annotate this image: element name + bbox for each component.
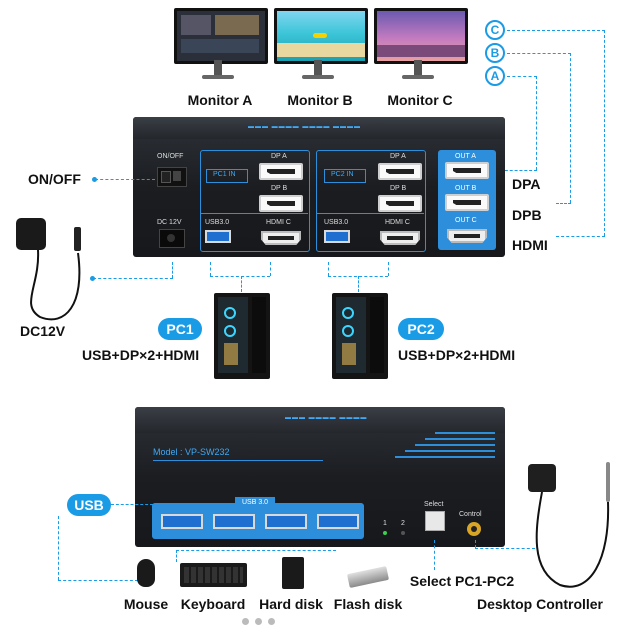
carousel-dot-1[interactable] [242, 618, 249, 625]
pc1-tower [214, 293, 270, 379]
out-a-port[interactable] [445, 162, 489, 179]
power-cable [30, 249, 81, 321]
front-usb-port-1[interactable] [161, 514, 203, 529]
pc1-dp-a-port[interactable] [259, 163, 303, 180]
pc2-dp-b-port[interactable] [378, 195, 422, 212]
power-adapter [16, 218, 46, 250]
led-2 [401, 531, 405, 535]
model-label: Model : VP-SW232 [153, 447, 230, 457]
dc12v-label: DC12V [20, 323, 66, 339]
hard-disk-icon [282, 557, 304, 589]
select-pc-label: Select PC1-PC2 [409, 573, 515, 589]
pc2-in-label: PC2 IN [331, 171, 354, 178]
control-panel-label: Control [459, 511, 482, 518]
usb30-label: USB 3.0 [242, 499, 269, 506]
carousel-dot-3[interactable] [268, 618, 275, 625]
pc2-in-badge [324, 169, 366, 183]
monitor-b-label: Monitor B [287, 92, 353, 108]
monitor-c [370, 8, 470, 88]
mouse-icon [137, 559, 155, 587]
peripheral-flash-disk-label: Flash disk [333, 596, 403, 612]
pc2-usb-port[interactable] [324, 230, 350, 243]
monitor-a-screen [174, 8, 268, 64]
control-jack[interactable] [467, 522, 481, 536]
output-dpb-label: DPB [512, 207, 542, 223]
desktop-controller-label: Desktop Controller [476, 596, 604, 612]
peripheral-keyboard-label: Keyboard [180, 596, 246, 612]
carousel-dot-2[interactable] [255, 618, 262, 625]
pc1-badge: PC1 [158, 318, 202, 340]
rear-dc12v-label: DC 12V [157, 219, 182, 226]
select-panel-label: Select [424, 501, 444, 508]
led-1 [383, 531, 387, 535]
flash-disk-icon [346, 565, 390, 589]
peripheral-mouse-label: Mouse [123, 596, 169, 612]
pc1-hdmi-port[interactable] [261, 231, 301, 245]
select-button[interactable] [425, 511, 445, 531]
peripheral-hard-disk-label: Hard disk [259, 596, 323, 612]
pc2-hdmi-port[interactable] [380, 231, 420, 245]
on-off-label: ON/OFF [28, 171, 81, 187]
pc2-tower [332, 293, 388, 379]
kvm-rear-panel: ▬▬▬ ▬▬▬▬ ▬▬▬▬ ▬▬▬▬ ON/OFF DC 12V PC1 IN … [133, 117, 505, 257]
pc2-badge: PC2 [398, 318, 444, 340]
controller-cable [535, 491, 610, 588]
monitor-b-screen [274, 8, 368, 64]
pc1-dp-b-port[interactable] [259, 195, 303, 212]
out-c-port[interactable] [447, 229, 487, 243]
dc-jack[interactable] [159, 229, 185, 248]
marker-c: C [485, 20, 505, 40]
front-usb-port-2[interactable] [213, 514, 255, 529]
output-dpa-label: DPA [512, 176, 541, 192]
monitor-a [170, 8, 270, 88]
output-hdmi-label: HDMI [512, 237, 548, 253]
marker-b: B [485, 43, 505, 63]
monitor-c-screen [374, 8, 468, 64]
monitor-a-label: Monitor A [187, 92, 253, 108]
power-switch[interactable] [157, 167, 187, 187]
out-b-port[interactable] [445, 194, 489, 211]
audio-plug [606, 462, 610, 502]
usb-badge: USB [67, 494, 111, 516]
rear-on-off-label: ON/OFF [157, 153, 184, 160]
led-2-label: 2 [401, 520, 405, 527]
front-usb-port-3[interactable] [265, 514, 307, 529]
front-usb-port-4[interactable] [317, 514, 359, 529]
kvm-front-panel: ▬▬▬ ▬▬▬▬ ▬▬▬▬ Model : VP-SW232 USB 3.0 1… [135, 407, 505, 547]
pc1-in-label: PC1 IN [213, 171, 236, 178]
monitor-c-label: Monitor C [387, 92, 453, 108]
pc2-dp-a-port[interactable] [378, 163, 422, 180]
pc2-connections-label: USB+DP×2+HDMI [398, 347, 516, 363]
dc-plug [74, 227, 81, 251]
pc1-connections-label: USB+DP×2+HDMI [82, 347, 200, 363]
pc1-usb-port[interactable] [205, 230, 231, 243]
pc1-in-badge [206, 169, 248, 183]
desktop-controller [528, 464, 556, 492]
marker-a: A [485, 66, 505, 86]
led-1-label: 1 [383, 520, 387, 527]
monitor-b [270, 8, 370, 88]
